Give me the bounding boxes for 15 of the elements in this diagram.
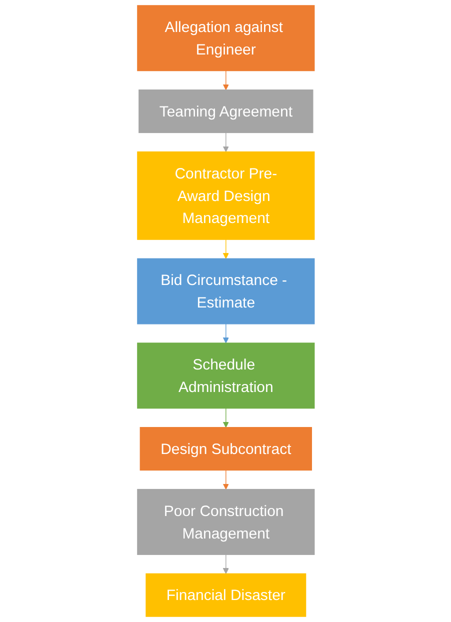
node-box: Teaming Agreement	[138, 90, 313, 134]
arrow	[222, 132, 228, 152]
node-box: Allegation against Engineer	[136, 5, 314, 72]
node-box: Design Subcontract	[139, 427, 312, 471]
arrow	[222, 324, 228, 344]
node-box: Schedule Administration	[136, 342, 314, 409]
node-box: Bid Circumstance - Estimate	[136, 258, 314, 324]
node-box: Contractor Pre-Award Design Management	[136, 151, 314, 240]
arrow	[222, 408, 228, 428]
arrow	[222, 239, 228, 259]
node-box: Poor Construction Management	[136, 488, 314, 555]
node-box: Financial Disaster	[145, 573, 306, 617]
arrow	[222, 470, 228, 490]
arrow	[222, 70, 228, 90]
arrow	[222, 554, 228, 574]
